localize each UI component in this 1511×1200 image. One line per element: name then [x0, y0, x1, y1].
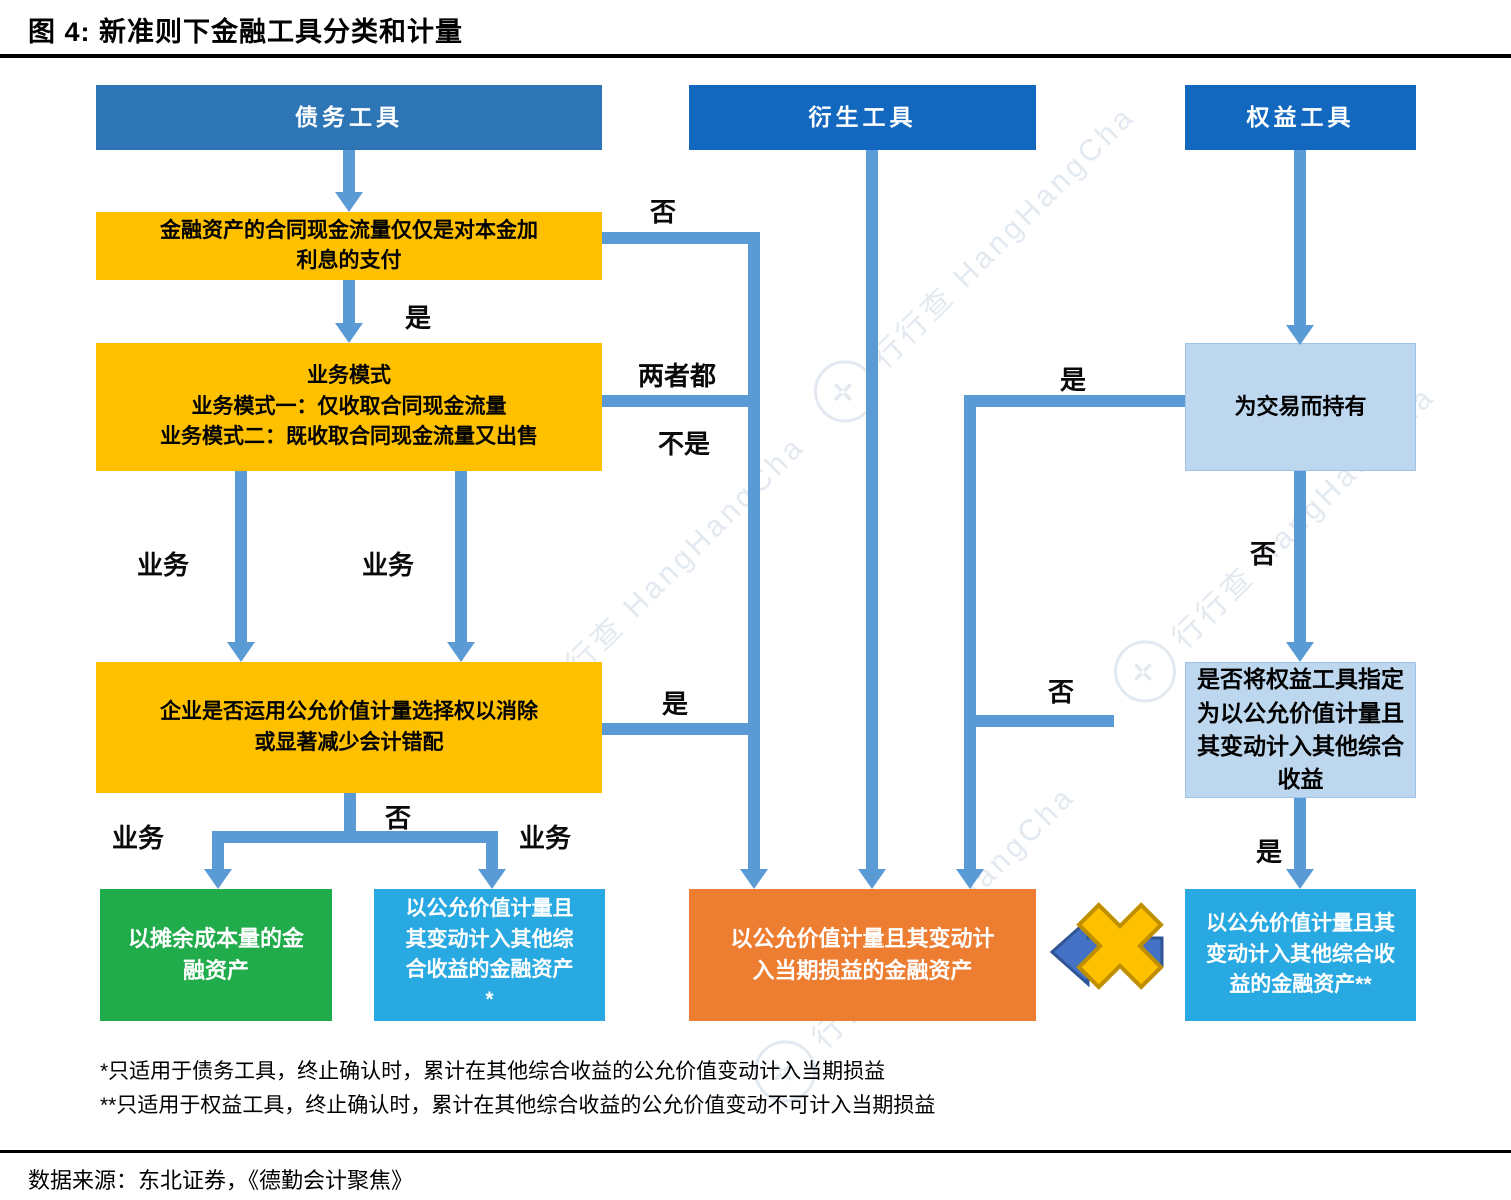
label-designation-no: 否 — [1048, 677, 1075, 707]
label-biz2-left: 业务 — [112, 823, 165, 853]
result-fvtpl: 以公允价值计量且其变动计入当期损益的金融资产 — [689, 889, 1036, 1021]
connector-split-left — [212, 831, 224, 869]
header-derivative-instruments: 衍生工具 — [689, 85, 1036, 150]
arrowhead — [1286, 325, 1314, 345]
label-trading-yes: 是 — [1060, 365, 1087, 395]
label-trading-no: 否 — [1250, 539, 1277, 569]
connector-split-right — [486, 831, 498, 869]
footnote-1: *只适用于债务工具，终止确认时，累计在其他综合收益的公允价值变动计入当期损益 — [100, 1060, 886, 1083]
arrowhead — [1286, 642, 1314, 662]
decision-cashflow-test: 金融资产的合同现金流量仅仅是对本金加利息的支付 — [96, 212, 602, 280]
connector-model2-down — [455, 471, 467, 642]
data-source: 数据来源：东北证券，《德勤会计聚焦》 — [28, 1168, 414, 1193]
arrowhead — [740, 869, 768, 889]
label-model-both: 两者都 — [638, 361, 717, 391]
label-fv-option-yes: 是 — [662, 689, 689, 719]
connector-fv-no-bar — [212, 831, 498, 843]
label-cashflow-yes: 是 — [405, 303, 432, 333]
header-debt-instruments: 债务工具 — [96, 85, 602, 150]
arrowhead — [956, 869, 984, 889]
label-model-not: 不是 — [658, 429, 711, 459]
footnotes: *只适用于债务工具，终止确认时，累计在其他综合收益的公允价值变动计入当期损益 *… — [100, 1055, 935, 1122]
label-biz1-left: 业务 — [137, 550, 190, 580]
footnote-2: **只适用于权益工具，终止确认时，累计在其他综合收益的公允价值变动不可计入当期损… — [100, 1093, 936, 1117]
arrowhead — [1286, 869, 1314, 889]
connector-designation-no — [970, 715, 1114, 727]
arrowhead — [478, 869, 506, 889]
arrowhead — [204, 869, 232, 889]
label-biz1-right: 业务 — [362, 550, 415, 580]
connector-model1-down — [235, 471, 247, 642]
header-equity-instruments: 权益工具 — [1185, 85, 1416, 150]
label-biz2-right: 业务 — [519, 823, 572, 853]
label-fv-option-no: 否 — [385, 803, 412, 833]
connector-trading-no — [1294, 471, 1306, 642]
decision-oci-designation: 是否将权益工具指定为以公允价值计量且其变动计入其他综合收益 — [1185, 662, 1416, 798]
connector-cashflow-yes — [343, 280, 355, 323]
arrowhead — [335, 323, 363, 343]
label-designation-yes: 是 — [1256, 837, 1283, 867]
connector-derivative-down — [866, 150, 878, 869]
result-fvoci-debt: 以公允价值计量且其变动计入其他综合收益的金融资产* — [374, 889, 605, 1021]
connector-rail-right — [964, 395, 976, 869]
label-cashflow-no: 否 — [650, 197, 677, 227]
flowchart: ✛ 行行查 HangHangCha ✛ 行行查 HangHangCha ✛ 行行… — [0, 60, 1511, 1116]
figure-title: 图 4: 新准则下金融工具分类和计量 — [28, 17, 464, 47]
connector-fv-no-stub — [344, 793, 356, 843]
connector-designation-yes — [1294, 798, 1306, 869]
connector-model-both-not — [602, 395, 760, 407]
decision-fv-option: 企业是否运用公允价值计量选择权以消除或显著减少会计错配 — [96, 662, 602, 793]
footer-divider — [0, 1150, 1511, 1153]
arrowhead — [335, 192, 363, 212]
blocked-x-icon — [1076, 902, 1164, 990]
title-divider — [0, 54, 1511, 58]
arrowhead — [858, 869, 886, 889]
arrowhead — [447, 642, 475, 662]
decision-business-model: 业务模式业务模式一：仅收取合同现金流量业务模式二：既收取合同现金流量又出售 — [96, 343, 602, 471]
connector-fv-option-yes — [602, 723, 760, 735]
arrowhead — [227, 642, 255, 662]
connector-equity-down — [1294, 150, 1306, 325]
result-fvoci-equity: 以公允价值计量且其变动计入其他综合收益的金融资产** — [1185, 889, 1416, 1021]
connector-rail-left — [748, 232, 760, 869]
decision-held-for-trading: 为交易而持有 — [1185, 343, 1416, 471]
connector-trading-yes — [964, 395, 1185, 407]
result-amortized-cost: 以摊余成本量的金融资产 — [100, 889, 332, 1021]
connector-cashflow-no — [602, 232, 760, 244]
connector-debt-to-cashflow — [343, 150, 355, 192]
